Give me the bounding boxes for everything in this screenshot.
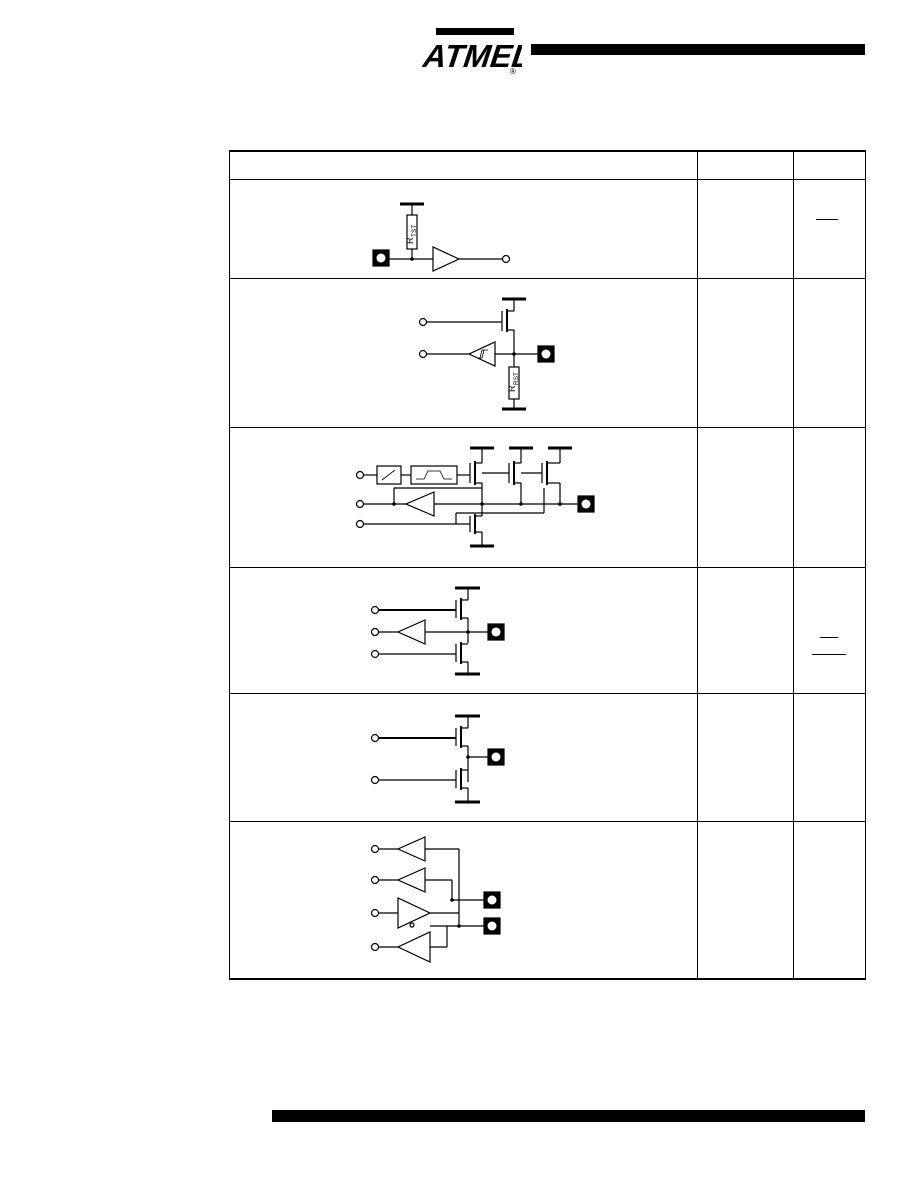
terminal-icon <box>370 844 380 854</box>
overline-mark <box>816 219 838 220</box>
terminal-icon <box>418 349 428 359</box>
table-cell <box>793 693 866 822</box>
header-bar <box>531 44 865 55</box>
table-cell <box>697 693 794 822</box>
pin-description-table: R TST <box>229 150 866 980</box>
table-cell <box>697 567 794 694</box>
svg-text:RST: RST <box>513 372 520 385</box>
terminal-icon <box>370 627 380 637</box>
svg-text:R: R <box>507 385 517 392</box>
schematic-cell: R RST <box>229 278 698 428</box>
logo-text: ATMEL <box>422 38 522 74</box>
terminal-icon <box>355 470 365 480</box>
terminal-icon <box>370 908 380 918</box>
schematic-cell <box>229 567 698 694</box>
terminal-icon <box>370 605 380 615</box>
input-buffer-icon <box>396 836 426 862</box>
schmitt-buffer-icon <box>467 341 496 367</box>
table-cell <box>793 278 866 428</box>
table-cell <box>697 278 794 428</box>
output-buffer-icon <box>397 897 432 929</box>
svg-text:R: R <box>405 237 415 244</box>
svg-text:TST: TST <box>411 225 418 237</box>
push-pull-output-schematic <box>370 714 505 804</box>
open-drain-io-schematic: R RST <box>418 297 555 411</box>
terminal-icon <box>370 733 380 743</box>
overline-mark <box>812 654 846 655</box>
overline-mark <box>820 637 838 638</box>
terminal-icon <box>418 317 428 327</box>
input-buffer-icon <box>396 619 426 645</box>
table-cell <box>697 427 794 568</box>
slew-rate-output-schematic <box>355 446 595 548</box>
terminal-icon <box>370 942 380 952</box>
terminal-icon <box>370 649 380 659</box>
input-buffer-icon <box>396 867 426 893</box>
schematic-cell <box>229 821 698 980</box>
footer-bar <box>272 1110 865 1122</box>
table-row: R RST <box>229 278 866 428</box>
schematic-cell <box>229 427 698 568</box>
atmel-logo: ATMEL ® <box>422 28 522 76</box>
table-row <box>229 821 866 980</box>
table-row <box>229 693 866 822</box>
buffer-icon <box>432 246 461 272</box>
table-cell <box>697 821 794 980</box>
table-row <box>229 567 866 694</box>
table-cell <box>793 567 866 694</box>
table-header-cell <box>793 150 866 180</box>
table-cell <box>697 179 794 279</box>
terminal-icon <box>355 519 365 529</box>
terminal-icon <box>355 499 365 509</box>
table-cell <box>793 427 866 568</box>
terminal-icon <box>370 875 380 885</box>
push-pull-io-schematic <box>370 586 505 676</box>
reset-input-schematic: R TST <box>372 202 511 272</box>
svg-text:®: ® <box>510 67 516 76</box>
table-cell <box>793 179 866 279</box>
differential-buffer-schematic <box>370 836 501 963</box>
schematic-cell <box>229 693 698 822</box>
table-header-cell <box>697 150 794 180</box>
table-header-cell <box>229 150 698 180</box>
schematic-cell: R TST <box>229 179 698 279</box>
input-buffer-icon <box>396 931 431 963</box>
table-row: R TST <box>229 179 866 279</box>
pulse-shaper-icon <box>410 465 458 485</box>
terminal-icon <box>501 254 511 264</box>
input-buffer-icon <box>404 491 435 517</box>
table-cell <box>793 821 866 980</box>
table-row <box>229 427 866 568</box>
table-header-row <box>229 150 866 180</box>
terminal-icon <box>370 775 380 785</box>
